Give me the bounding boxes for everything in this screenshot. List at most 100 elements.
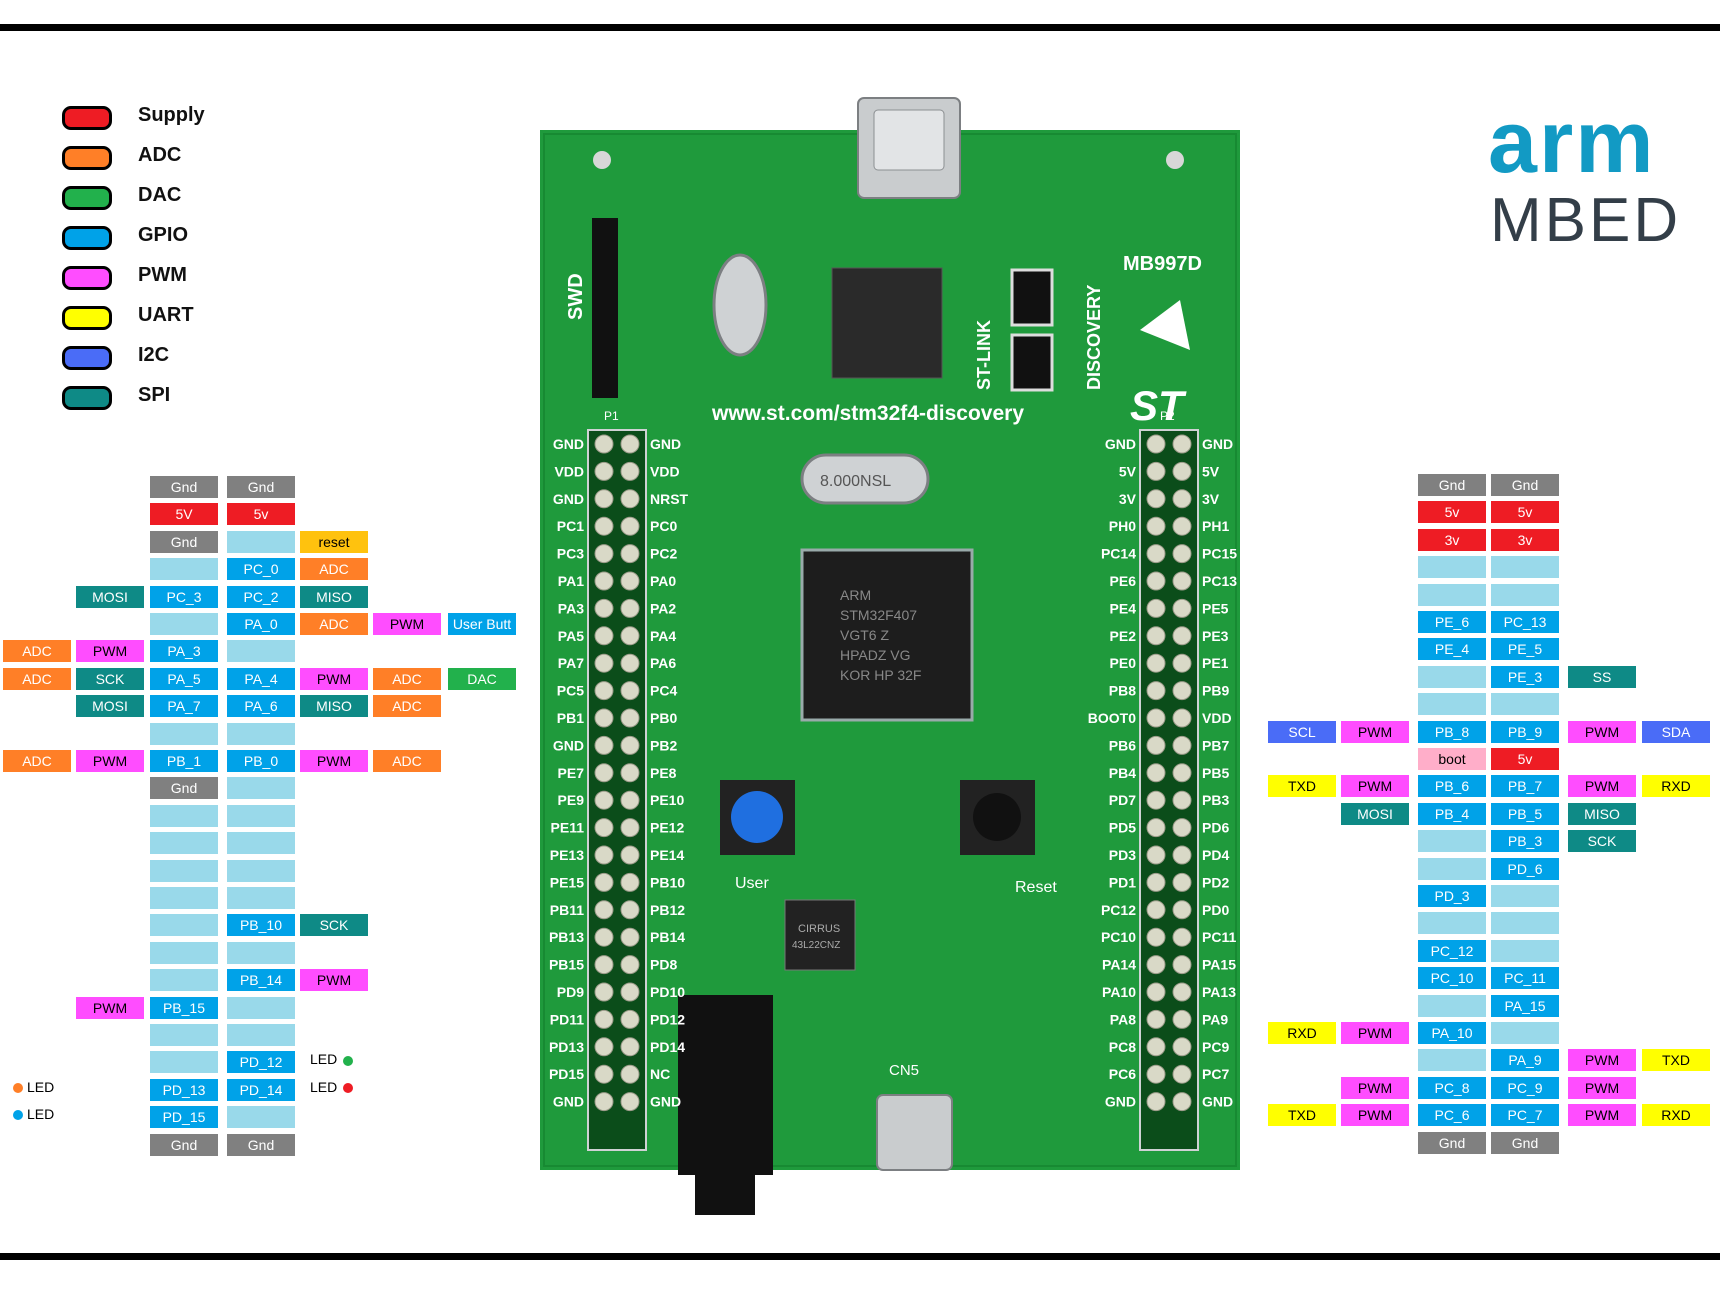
header-pin — [1146, 653, 1166, 673]
arm-logo-text: arm — [1488, 92, 1656, 191]
header-pin — [1172, 544, 1192, 564]
header-pin — [620, 461, 640, 481]
pin-cell-pwm: PWM — [300, 969, 368, 992]
pin-cell-gnd: Gnd — [150, 476, 218, 498]
pin-cell-3v: 3v — [1491, 528, 1559, 551]
header-pin — [1172, 900, 1192, 920]
pin-label: PH0 — [1109, 518, 1136, 534]
legend-label: DAC — [138, 184, 182, 206]
pin-cell-5v: 5v — [227, 503, 295, 526]
header-pin — [594, 708, 614, 728]
pin-cell-pc-10: PC_10 — [1418, 967, 1486, 990]
header-pin — [1146, 461, 1166, 481]
pin-cell-pwm: PWM — [1568, 1049, 1636, 1072]
pin-cell-adc: ADC — [3, 667, 71, 690]
pin-label: PC3 — [557, 546, 584, 562]
pin-cell-empty — [150, 859, 218, 882]
header-pin — [594, 544, 614, 564]
pin-cell-pa-6: PA_6 — [227, 695, 295, 718]
header-pin — [594, 900, 614, 920]
header-pin — [1146, 818, 1166, 838]
pin-cell-pa-0: PA_0 — [227, 613, 295, 635]
header-pin — [1146, 927, 1166, 947]
p2-label: P2 — [1160, 409, 1175, 423]
pin-label: PD6 — [1202, 820, 1229, 836]
header-pin — [1146, 1037, 1166, 1057]
header-pin — [594, 790, 614, 810]
pin-label: VDD — [650, 463, 680, 479]
pin-cell-pwm: PWM — [1568, 720, 1636, 743]
board-model: MB997D — [1123, 253, 1202, 275]
pin-label: PB7 — [1202, 737, 1229, 753]
header-pin — [620, 708, 640, 728]
pin-cell-miso: MISO — [300, 585, 368, 608]
pin-cell-pc-12: PC_12 — [1418, 939, 1486, 962]
header-pin — [1146, 790, 1166, 810]
pin-cell-empty — [1491, 939, 1559, 962]
pin-label: PE2 — [1110, 628, 1137, 644]
pin-cell-gnd: Gnd — [1491, 1131, 1559, 1154]
pin-label: PB12 — [650, 902, 685, 918]
pin-cell-empty — [227, 777, 295, 800]
user-button-label: User — [735, 875, 769, 892]
pin-cell-empty — [150, 613, 218, 635]
pin-cell-pe-4: PE_4 — [1418, 638, 1486, 661]
pin-cell-empty — [227, 1106, 295, 1129]
pin-cell-empty — [227, 640, 295, 663]
pin-label: PD10 — [650, 984, 685, 1000]
pin-label: PA7 — [558, 655, 584, 671]
led-note: LED — [13, 1079, 54, 1095]
pin-cell-5v: 5v — [1491, 501, 1559, 524]
header-pin — [1146, 955, 1166, 975]
pin-label: PE13 — [550, 847, 584, 863]
pin-cell-gnd: Gnd — [150, 777, 218, 800]
pin-label: PC9 — [1202, 1039, 1229, 1055]
header-pin — [620, 872, 640, 892]
stlink-label: ST-LINK — [974, 320, 994, 390]
pin-cell-ss: SS — [1568, 665, 1636, 688]
legend-label: SPI — [138, 384, 171, 406]
pin-cell-empty — [1491, 885, 1559, 907]
pin-cell-pc-2: PC_2 — [227, 585, 295, 608]
pin-label: PD14 — [650, 1039, 685, 1055]
pin-label: PD0 — [1202, 902, 1229, 918]
pin-cell-pa-7: PA_7 — [150, 695, 218, 718]
pin-label: PB10 — [650, 874, 685, 890]
legend-swatch — [62, 186, 112, 210]
pin-label: PA10 — [1102, 984, 1136, 1000]
pin-cell-pwm: PWM — [1341, 1076, 1409, 1099]
pin-cell-empty — [227, 804, 295, 827]
led-dot-icon — [13, 1083, 23, 1094]
pin-cell-user-butt: User Butt — [448, 613, 516, 635]
pin-cell-pb-14: PB_14 — [227, 969, 295, 992]
pin-cell-empty — [227, 530, 295, 553]
pin-cell-pwm: PWM — [300, 667, 368, 690]
pin-cell-txd: TXD — [1642, 1049, 1710, 1072]
pin-label: PE12 — [650, 820, 684, 836]
pin-cell-pc-3: PC_3 — [150, 585, 218, 608]
pin-cell-pe-5: PE_5 — [1491, 638, 1559, 661]
header-pin — [594, 818, 614, 838]
led-dot-icon — [343, 1055, 354, 1066]
header-pin — [620, 434, 640, 454]
pin-cell-empty — [150, 722, 218, 745]
pin-cell-empty — [1418, 556, 1486, 579]
pin-cell-pwm: PWM — [1341, 775, 1409, 798]
pin-label: 5V — [1119, 463, 1137, 479]
header-pin — [620, 681, 640, 701]
pin-cell-pb-15: PB_15 — [150, 996, 218, 1019]
pin-label: PE15 — [550, 874, 584, 890]
pin-cell-pc-11: PC_11 — [1491, 967, 1559, 990]
header-pin — [594, 653, 614, 673]
pin-cell-rxd: RXD — [1642, 1104, 1710, 1127]
legend-swatch — [62, 386, 112, 410]
pin-cell-txd: TXD — [1268, 775, 1336, 798]
pin-cell-gnd: Gnd — [1418, 474, 1486, 496]
pin-label: PC7 — [1202, 1066, 1229, 1082]
header-pin — [1172, 790, 1192, 810]
audio-dac-chip — [784, 899, 856, 971]
pin-cell-pb-10: PB_10 — [227, 914, 295, 937]
header-pin — [1172, 818, 1192, 838]
mcu-text-2: VGT6 Z — [840, 627, 889, 643]
pin-label: PC12 — [1101, 902, 1136, 918]
